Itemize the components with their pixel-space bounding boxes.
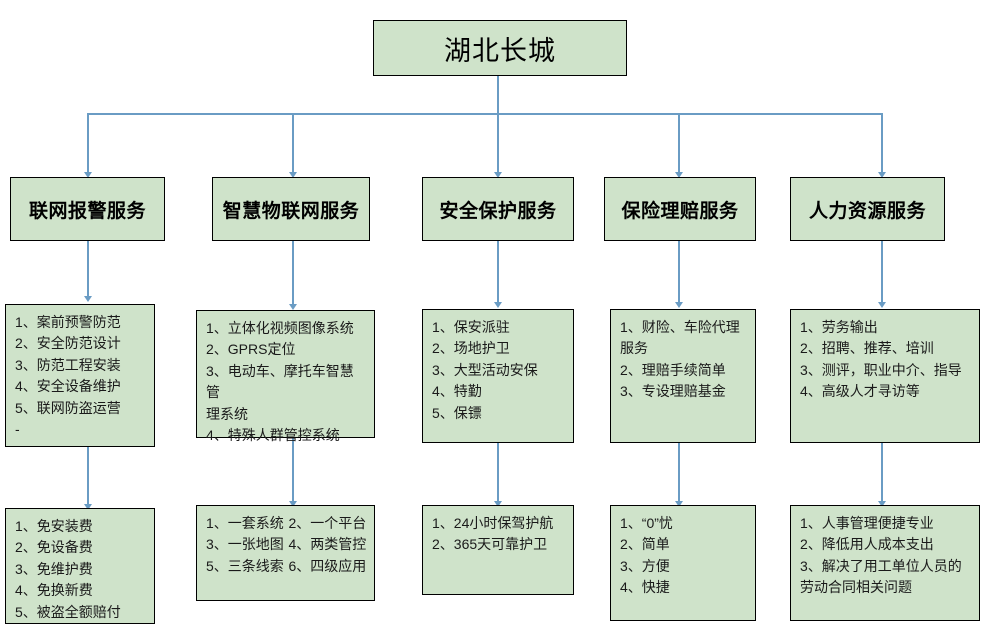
benefit-line: 1、24小时保驾护航	[432, 515, 554, 531]
arrowhead-service-3	[494, 302, 502, 308]
arrowhead-cat-4	[675, 172, 683, 178]
service-line: 服务	[620, 340, 648, 357]
service-line: -	[15, 421, 20, 438]
connector-service-5-to-benefit-5	[881, 443, 883, 504]
arrowhead-service-2	[289, 304, 297, 310]
arrowhead-benefit-1	[84, 504, 92, 510]
benefit-line: 2、免设备费	[15, 539, 93, 556]
service-line: 5、联网防盗运营	[15, 399, 121, 416]
service-line: 3、电动车、摩托车智慧管	[206, 362, 354, 401]
arrowhead-service-4	[675, 302, 683, 308]
arrowhead-benefit-4	[675, 501, 683, 507]
arrowhead-cat-1	[84, 172, 92, 178]
root-title-box[interactable]: 湖北长城	[373, 20, 627, 76]
benefit-line: 3、方便	[620, 557, 670, 574]
benefit-box-3[interactable]: 1、24小时保驾护航 2、365天可靠护卫	[422, 505, 574, 595]
benefit-box-5[interactable]: 1、人事管理便捷专业 2、降低用人成本支出 3、解决了用工单位人员的 劳动合同相…	[790, 505, 980, 621]
connector-service-2-to-benefit-2	[292, 438, 294, 504]
connector-cat-3-to-service-3	[497, 241, 499, 305]
arrowhead-service-1	[84, 296, 92, 302]
connector-bus-to-cat-3	[497, 113, 499, 175]
service-line: 2、GPRS定位	[206, 341, 296, 358]
service-line: 4、特殊人群管控系统	[206, 427, 340, 444]
category-label-4: 保险理赔服务	[621, 200, 739, 222]
service-box-4[interactable]: 1、财险、车险代理 服务 2、理赔手续简单 3、专设理赔基金	[610, 309, 756, 443]
arrowhead-cat-3	[494, 172, 502, 178]
benefit-box-4[interactable]: 1、“0”忧 2、简单 3、方便 4、快捷	[610, 505, 756, 621]
benefit-line: 3、免维护费	[15, 560, 93, 577]
service-line: 5、保镖	[432, 404, 482, 421]
arrowhead-benefit-3	[494, 501, 502, 507]
service-box-3[interactable]: 1、保安派驻 2、场地护卫 3、大型活动安保 4、特勤 5、保镖	[422, 309, 574, 443]
category-box-1[interactable]: 联网报警服务	[10, 177, 165, 241]
benefit-line: 2、简单	[620, 536, 670, 553]
benefit-line: 4、两类管控	[288, 536, 367, 553]
connector-service-4-to-benefit-4	[678, 443, 680, 504]
connector-cat-4-to-service-4	[678, 241, 680, 305]
service-line: 1、财险、车险代理	[620, 319, 740, 335]
service-line: 理系统	[206, 405, 248, 422]
connector-cat-2-to-service-2	[292, 241, 294, 307]
service-line: 3、专设理赔基金	[620, 383, 726, 400]
service-line: 4、特勤	[432, 383, 482, 400]
benefit-line: 1、免安装费	[15, 518, 93, 534]
benefit-line: 6、四级应用	[288, 557, 367, 574]
service-box-2[interactable]: 1、立体化视频图像系统 2、GPRS定位 3、电动车、摩托车智慧管 理系统 4、…	[196, 310, 375, 443]
connector-horizontal-bus	[87, 113, 882, 115]
benefit-line: 2、一个平台	[288, 515, 367, 531]
category-box-5[interactable]: 人力资源服务	[790, 177, 945, 241]
service-line: 3、测评，职业中介、指导	[800, 361, 962, 378]
benefit-line: 5、三条线索	[206, 557, 284, 574]
connector-bus-to-cat-1	[87, 113, 89, 175]
category-label-1: 联网报警服务	[28, 200, 146, 222]
connector-cat-1-to-service-1	[87, 241, 89, 299]
arrowhead-cat-5	[878, 172, 886, 178]
benefit-line: 5、被盗全额赔付	[15, 603, 121, 620]
benefit-line: 1、“0”忧	[620, 515, 673, 531]
category-label-2: 智慧物联网服务	[222, 200, 360, 222]
benefit-line: 3、一张地图	[206, 536, 284, 553]
connector-service-1-to-benefit-1	[87, 447, 89, 507]
benefit-line: 2、365天可靠护卫	[432, 536, 548, 553]
arrowhead-benefit-5	[878, 501, 886, 507]
connector-cat-5-to-service-5	[881, 241, 883, 305]
service-line: 1、案前预警防范	[15, 314, 121, 330]
benefit-line: 3、解决了用工单位人员的	[800, 557, 962, 574]
benefit-box-2[interactable]: 1、一套系统 2、一个平台 3、一张地图 4、两类管控 5、三条线索 6、四级应…	[196, 505, 375, 601]
service-box-1[interactable]: 1、案前预警防范 2、安全防范设计 3、防范工程安装 4、安全设备维护 5、联网…	[5, 304, 155, 447]
service-line: 1、立体化视频图像系统	[206, 320, 354, 336]
service-line: 2、安全防范设计	[15, 335, 121, 352]
category-box-4[interactable]: 保险理赔服务	[604, 177, 756, 241]
connector-service-3-to-benefit-3	[497, 443, 499, 504]
category-box-3[interactable]: 安全保护服务	[422, 177, 574, 241]
service-line: 1、保安派驻	[432, 319, 510, 335]
arrowhead-service-5	[878, 302, 886, 308]
category-label-5: 人力资源服务	[808, 200, 926, 222]
benefit-box-1[interactable]: 1、免安装费 2、免设备费 3、免维护费 4、免换新费 5、被盗全额赔付	[5, 508, 155, 624]
service-line: 2、场地护卫	[432, 340, 510, 357]
arrowhead-benefit-2	[289, 501, 297, 507]
benefit-line: 1、一套系统	[206, 515, 284, 531]
service-line: 1、劳务输出	[800, 319, 878, 335]
benefit-line: 4、快捷	[620, 579, 670, 596]
connector-bus-to-cat-5	[881, 113, 883, 175]
arrowhead-cat-2	[289, 172, 297, 178]
category-box-2[interactable]: 智慧物联网服务	[212, 177, 370, 241]
category-label-3: 安全保护服务	[439, 200, 557, 222]
connector-bus-to-cat-2	[292, 113, 294, 175]
benefit-line: 劳动合同相关问题	[800, 579, 912, 596]
benefit-line: 1、人事管理便捷专业	[800, 515, 934, 531]
service-line: 2、理赔手续简单	[620, 361, 726, 378]
service-box-5[interactable]: 1、劳务输出 2、招聘、推荐、培训 3、测评，职业中介、指导 4、高级人才寻访等	[790, 309, 980, 443]
connector-bus-to-cat-4	[678, 113, 680, 175]
connector-root-stem	[497, 76, 499, 114]
service-line: 3、大型活动安保	[432, 361, 538, 378]
service-line: 3、防范工程安装	[15, 356, 121, 373]
root-title-label: 湖北长城	[444, 35, 556, 66]
benefit-line: 2、降低用人成本支出	[800, 536, 934, 553]
service-line: 4、高级人才寻访等	[800, 383, 920, 400]
benefit-line: 4、免换新费	[15, 582, 93, 599]
service-line: 4、安全设备维护	[15, 378, 121, 395]
service-line: 2、招聘、推荐、培训	[800, 340, 934, 357]
